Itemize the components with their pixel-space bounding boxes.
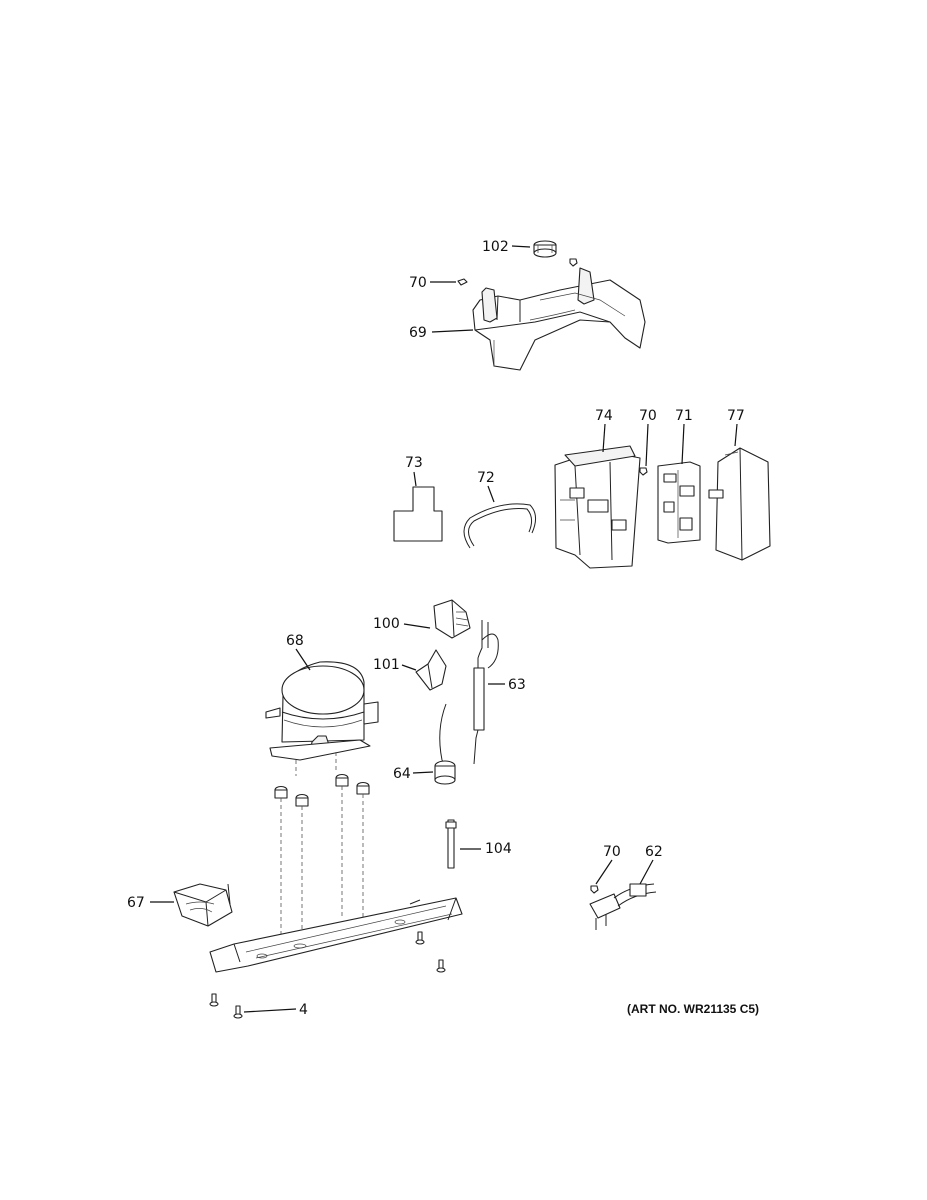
part-67-box bbox=[173, 883, 233, 927]
art-number: (ART NO. WR21135 C5) bbox=[627, 1002, 759, 1016]
part-72-spring-clip bbox=[463, 503, 536, 549]
leader-lines bbox=[150, 245, 738, 1013]
callout-70-top: 70 bbox=[409, 275, 427, 291]
callout-73: 73 bbox=[405, 455, 423, 471]
part-77-control-cover bbox=[708, 447, 771, 561]
part-64-capacitor bbox=[434, 703, 456, 785]
part-70-screw-left bbox=[457, 278, 468, 286]
callout-67: 67 bbox=[127, 895, 145, 911]
callout-68: 68 bbox=[286, 633, 304, 649]
callout-70-middle: 70 bbox=[639, 408, 657, 424]
part-74-control-housing bbox=[554, 445, 641, 569]
callout-104: 104 bbox=[485, 841, 512, 857]
part-69-tray bbox=[472, 267, 646, 371]
callout-70-lower: 70 bbox=[603, 844, 621, 860]
part-101-relay-bracket bbox=[415, 649, 447, 691]
callout-63: 63 bbox=[508, 677, 526, 693]
callout-71: 71 bbox=[675, 408, 693, 424]
part-62-power-cord bbox=[589, 883, 657, 930]
part-base-plate bbox=[209, 897, 463, 973]
part-4-screws bbox=[209, 931, 446, 1019]
part-70-screw-lower bbox=[590, 885, 599, 894]
part-70-screw-middle bbox=[639, 467, 648, 476]
callout-62: 62 bbox=[645, 844, 663, 860]
part-73-insulation-pad bbox=[393, 486, 443, 542]
part-71-control-board bbox=[657, 461, 701, 544]
part-68-compressor bbox=[265, 661, 379, 761]
callout-102: 102 bbox=[482, 239, 509, 255]
part-70-screw-top bbox=[569, 258, 578, 267]
part-100-overload bbox=[433, 599, 471, 639]
callout-77: 77 bbox=[727, 408, 745, 424]
part-102-plug bbox=[533, 240, 557, 258]
callout-64: 64 bbox=[393, 766, 411, 782]
callout-101: 101 bbox=[373, 657, 400, 673]
mount-guide-lines bbox=[280, 752, 364, 945]
callout-100: 100 bbox=[373, 616, 400, 632]
callout-74: 74 bbox=[595, 408, 613, 424]
callout-72: 72 bbox=[477, 470, 495, 486]
callout-69: 69 bbox=[409, 325, 427, 341]
part-63-capillary-tube bbox=[473, 620, 499, 765]
callout-4: 4 bbox=[299, 1002, 308, 1018]
part-104-tube bbox=[445, 819, 457, 869]
grommets bbox=[274, 773, 370, 807]
